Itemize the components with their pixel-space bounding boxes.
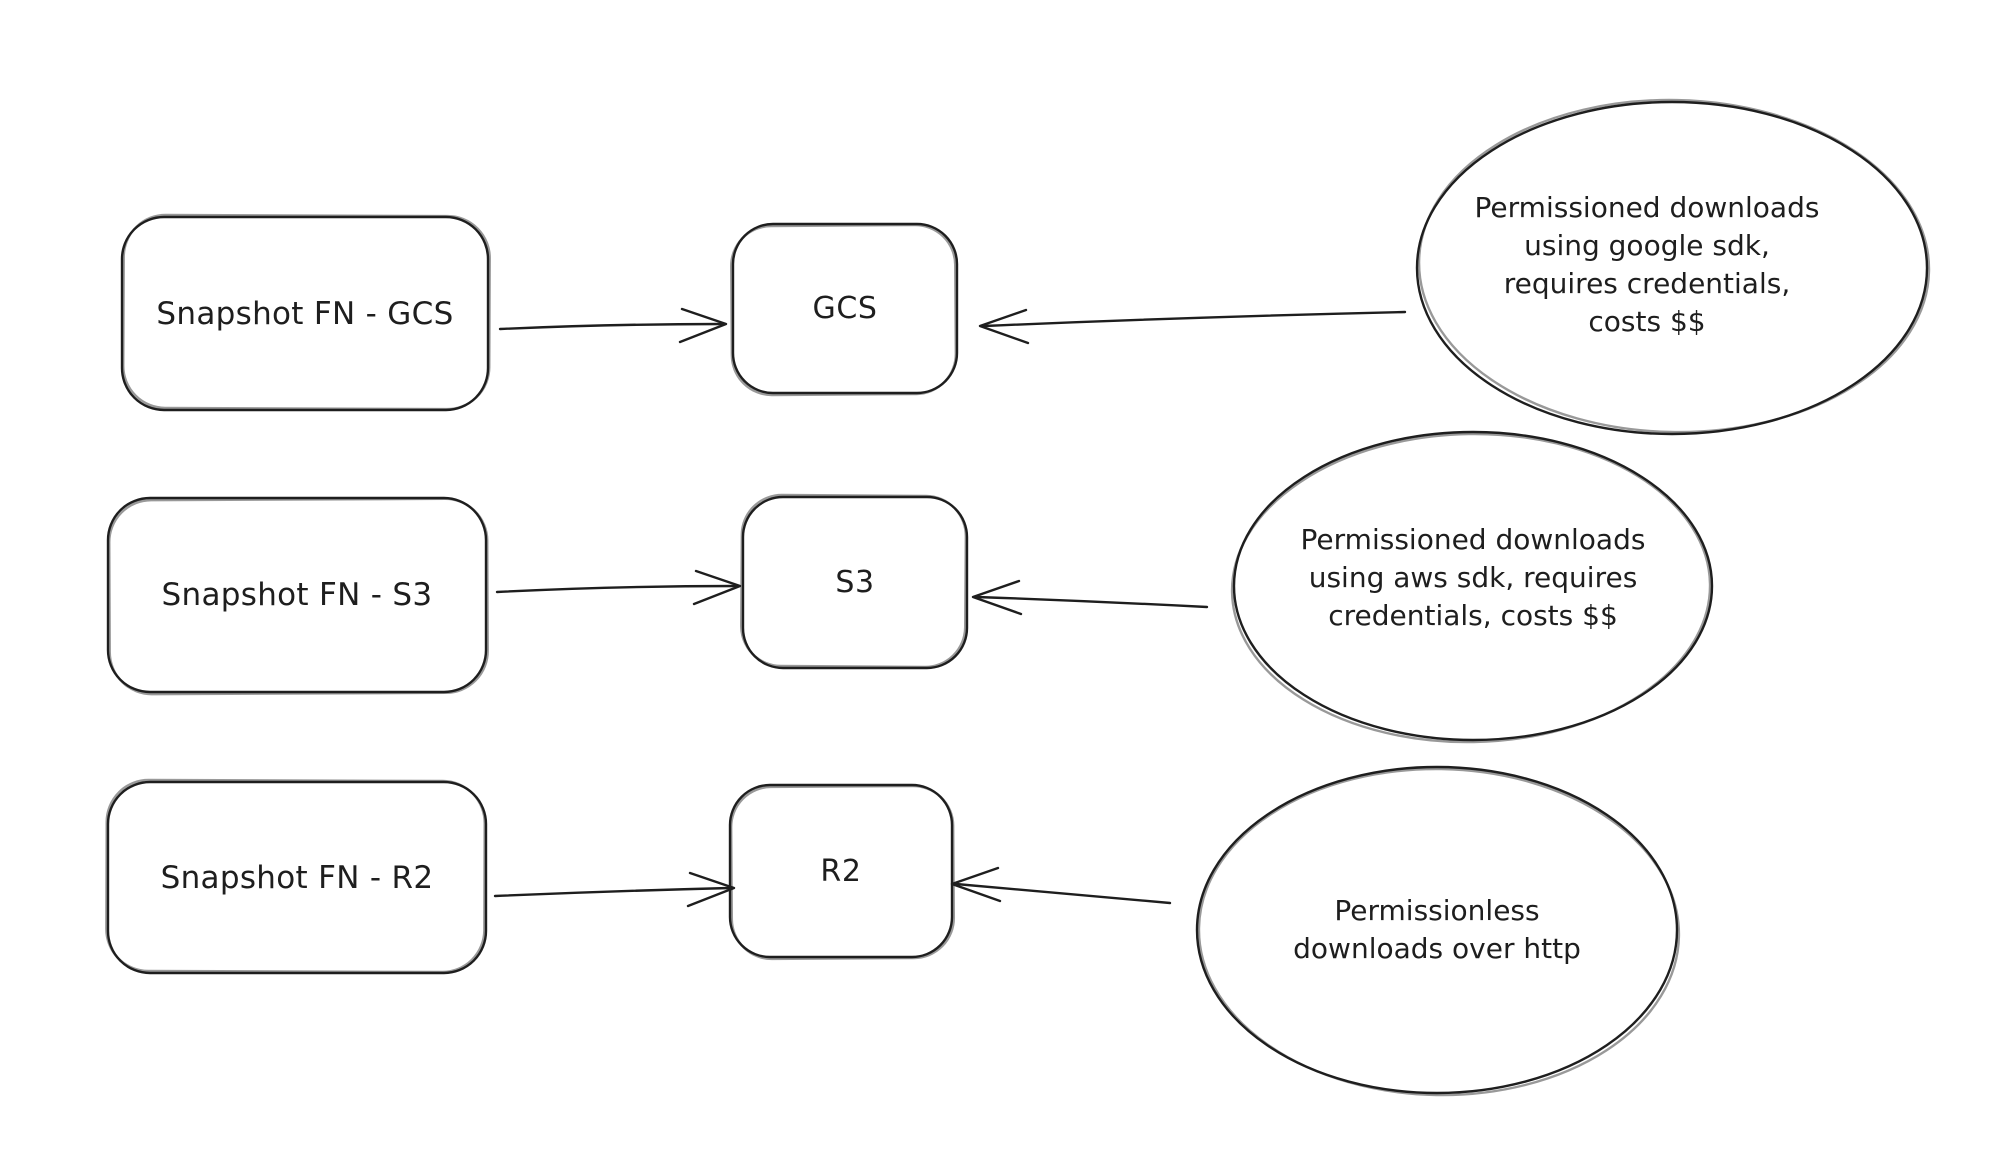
note-ellipse-r2-shape <box>1194 763 1683 1101</box>
target-box-gcs-shape <box>729 224 957 397</box>
arrow-snapshot-r2-to-r2 <box>495 873 734 906</box>
source-box-s3-shape <box>108 498 490 696</box>
arrow-snapshot-gcs-to-gcs <box>500 309 726 342</box>
source-box-r2-shape <box>104 778 486 973</box>
arrow-note-s3-to-s3 <box>973 581 1207 614</box>
target-box-s3-shape <box>739 493 967 668</box>
source-box-gcs-shape <box>122 213 492 410</box>
target-box-r2-shape <box>730 785 956 961</box>
arrow-note-gcs-to-gcs <box>980 310 1405 343</box>
arrow-note-r2-to-r2 <box>952 868 1170 903</box>
note-ellipse-s3-shape <box>1228 428 1714 748</box>
arrow-snapshot-s3-to-s3 <box>497 571 740 604</box>
note-ellipse-gcs-shape <box>1414 93 1934 439</box>
